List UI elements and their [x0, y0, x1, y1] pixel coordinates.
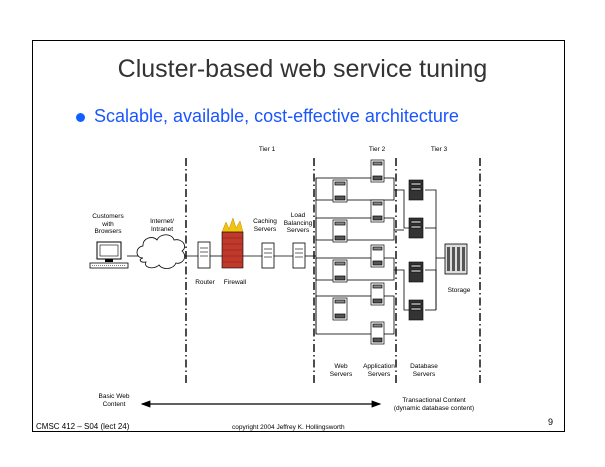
app-server-icon: [370, 282, 385, 306]
db-server-icon: [408, 217, 424, 239]
web-server-icon: [332, 259, 348, 283]
copyright-footer: copyright 2004 Jeffrey K. Hollingsworth: [232, 424, 345, 431]
web-server-icon: [332, 179, 348, 203]
internet-label: Internet/Intranet: [150, 218, 174, 233]
db-server-icon: [408, 261, 424, 283]
bullet-text: Scalable, available, cost-effective arch…: [94, 106, 459, 126]
app-server-icon: [370, 244, 385, 268]
firewall-label: Firewall: [223, 279, 247, 286]
router-label: Router: [195, 279, 215, 286]
app-server-icon: [370, 321, 385, 345]
web-server-icon: [332, 219, 348, 243]
page-number: 9: [548, 417, 554, 427]
app-servers: [370, 159, 385, 345]
cloud-icon: [136, 234, 185, 269]
computer-icon: [89, 241, 129, 269]
bullet-icon: [76, 113, 85, 122]
tier1-label: Tier 1: [258, 146, 276, 153]
course-footer: CMSC 412 – S04 (lect 24): [36, 422, 130, 431]
storage-icon: [444, 243, 468, 275]
router-icon: [197, 241, 211, 269]
tier2-label: Tier 2: [368, 146, 386, 153]
app-server-icon: [370, 199, 385, 223]
db-servers: [408, 179, 424, 321]
slide-title: Cluster-based web service tuning: [117, 55, 488, 83]
slide-frame: [32, 40, 565, 432]
db-server-icon: [408, 179, 424, 201]
tier3-label: Tier 3: [430, 146, 448, 153]
web-servers: [332, 179, 348, 321]
caching-server-icon: [261, 242, 275, 269]
tier-dividers: [185, 158, 481, 385]
firewall-icon: [221, 217, 244, 269]
app-server-icon: [370, 159, 385, 183]
web-server-icon: [332, 297, 348, 321]
db-server-icon: [408, 299, 424, 321]
transactional-content-label: Transactional Content(dynamic database c…: [393, 397, 475, 412]
storage-label: Storage: [447, 287, 471, 294]
load-balancer-icon: [292, 242, 306, 269]
